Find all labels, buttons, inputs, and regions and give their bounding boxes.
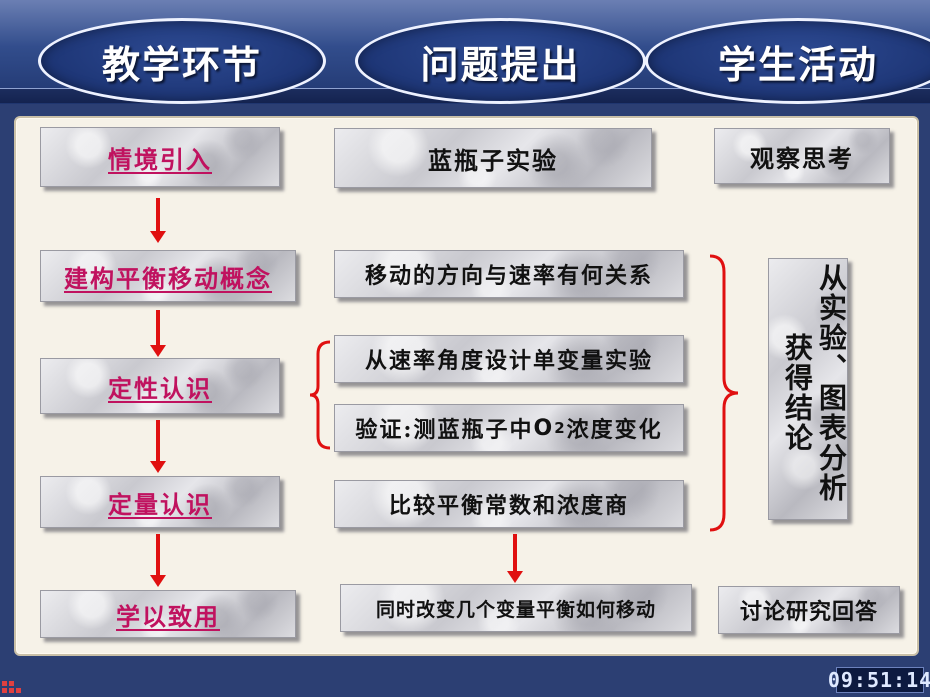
stage-concept-building[interactable]: 建构平衡移动概念 [40,250,296,302]
flow-arrow [150,198,166,243]
tab-teaching-stage[interactable]: 教学环节 [38,18,326,104]
clock-display: 09:51:14 [827,667,930,693]
question-measure-o2-prefix: 验证:测蓝瓶子中 [355,417,534,443]
activity-discuss-answer-label: 讨论研究回答 [739,599,878,625]
question-multi-variable-label: 同时改变几个变量平衡如何移动 [375,598,656,621]
question-k-vs-q: 比较平衡常数和浓度商 [334,480,684,528]
question-multi-variable: 同时改变几个变量平衡如何移动 [340,584,692,632]
stage-application-label: 学以致用 [116,601,220,631]
stage-quantitative[interactable]: 定量认识 [40,476,280,528]
activity-observe-think-label: 观察思考 [750,143,854,173]
header-bar: 教学环节 问题提出 学生活动 [0,0,930,104]
stage-quantitative-label: 定量认识 [108,489,212,519]
activity-conclusion: 从实验、图表分析 获得结论 [768,258,848,520]
stage-situation-intro[interactable]: 情境引入 [40,127,280,187]
activity-observe-think: 观察思考 [714,128,890,184]
activity-conclusion-col1: 从实验、图表分析 [815,263,848,503]
flow-arrow [150,420,166,473]
question-blue-bottle: 蓝瓶子实验 [334,128,652,188]
left-brace [309,340,331,450]
question-direction-rate: 移动的方向与速率有何关系 [334,250,684,298]
question-single-variable: 从速率角度设计单变量实验 [334,335,684,383]
flow-arrow [150,534,166,587]
flow-arrow [150,310,166,357]
question-k-vs-q-label: 比较平衡常数和浓度商 [388,493,629,519]
tab-student-activity-label: 学生活动 [717,42,878,87]
question-direction-rate-label: 移动的方向与速率有何关系 [364,263,653,289]
question-blue-bottle-label: 蓝瓶子实验 [428,145,558,175]
question-measure-o2-sub: 2 [554,419,567,437]
activity-conclusion-col2: 获得结论 [781,333,814,453]
corner-grid-icon [2,681,21,693]
tab-teaching-stage-label: 教学环节 [101,42,262,87]
flow-arrow [507,534,523,583]
question-measure-o2-chem: O [533,415,555,441]
tab-question-raising[interactable]: 问题提出 [355,18,646,104]
stage-qualitative-label: 定性认识 [108,373,212,403]
tab-student-activity[interactable]: 学生活动 [645,18,930,104]
stage-application[interactable]: 学以致用 [40,590,296,638]
stage-situation-intro-label: 情境引入 [108,144,212,174]
tab-question-raising-label: 问题提出 [420,42,581,87]
stage-concept-building-label: 建构平衡移动概念 [64,263,272,293]
stage-qualitative[interactable]: 定性认识 [40,358,280,414]
right-brace [709,254,739,532]
activity-discuss-answer: 讨论研究回答 [718,586,900,634]
question-single-variable-label: 从速率角度设计单变量实验 [364,348,653,374]
question-measure-o2-suffix: 浓度变化 [566,417,663,443]
